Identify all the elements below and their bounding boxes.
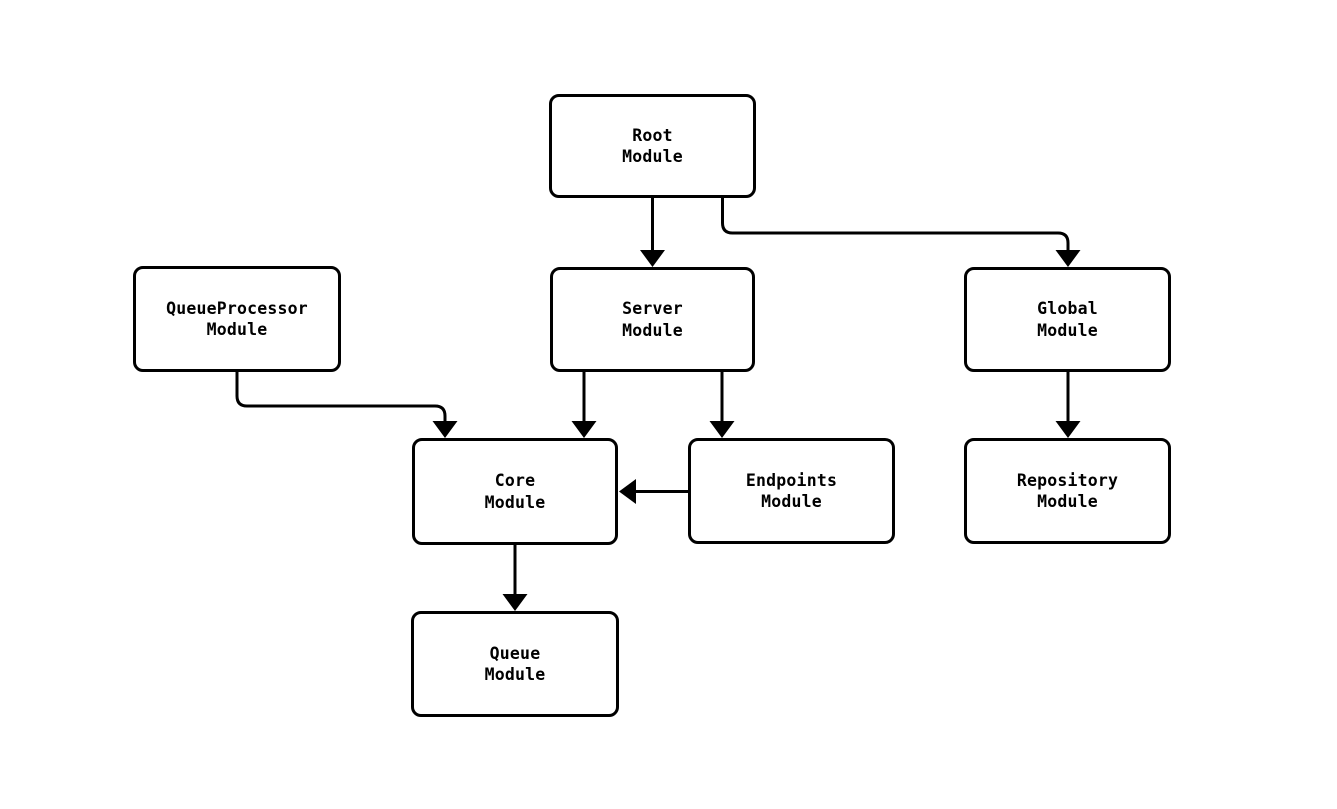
edge-core-to-queue — [502, 544, 528, 611]
node-label-line1: Endpoints — [745, 470, 838, 490]
node-label-line1: Repository — [1016, 470, 1119, 490]
node-label-line1: Server — [622, 299, 683, 318]
edge-root-to-server — [640, 198, 665, 267]
node-root-module: Root Module — [549, 94, 756, 198]
node-label-line2: Module — [206, 320, 268, 339]
node-label-line2: Module — [484, 665, 546, 684]
node-server-module: Server Module — [550, 267, 755, 372]
edge-queueprocessor-to-core — [235, 371, 458, 438]
node-label-line2: Module — [622, 147, 683, 166]
node-label-line1: QueueProcessor — [166, 298, 308, 318]
node-label-line2: Module — [761, 492, 822, 511]
node-queue-module: Queue Module — [411, 611, 619, 717]
node-queueprocessor-module: QueueProcessor Module — [133, 266, 341, 372]
edge-server-to-endpoints — [709, 371, 735, 438]
edge-global-to-repository — [1055, 371, 1081, 438]
node-endpoints-module: Endpoints Module — [688, 438, 895, 544]
node-label-line1: Queue — [489, 643, 541, 663]
node-global-module: Global Module — [964, 267, 1171, 372]
node-label-line2: Module — [622, 320, 683, 340]
node-label-line2: Module — [1037, 492, 1098, 511]
node-core-module: Core Module — [412, 438, 618, 545]
node-repository-module: Repository Module — [964, 438, 1171, 544]
node-label-line1: Root — [632, 125, 673, 145]
node-label-line2: Module — [1037, 320, 1098, 340]
node-label-line2: Module — [484, 492, 546, 512]
edge-server-to-core — [571, 371, 597, 438]
node-label-line1: Core — [494, 471, 536, 490]
edge-root-to-global — [721, 198, 1081, 267]
edge-endpoints-to-core — [619, 479, 688, 504]
node-label-line1: Global — [1037, 299, 1098, 318]
